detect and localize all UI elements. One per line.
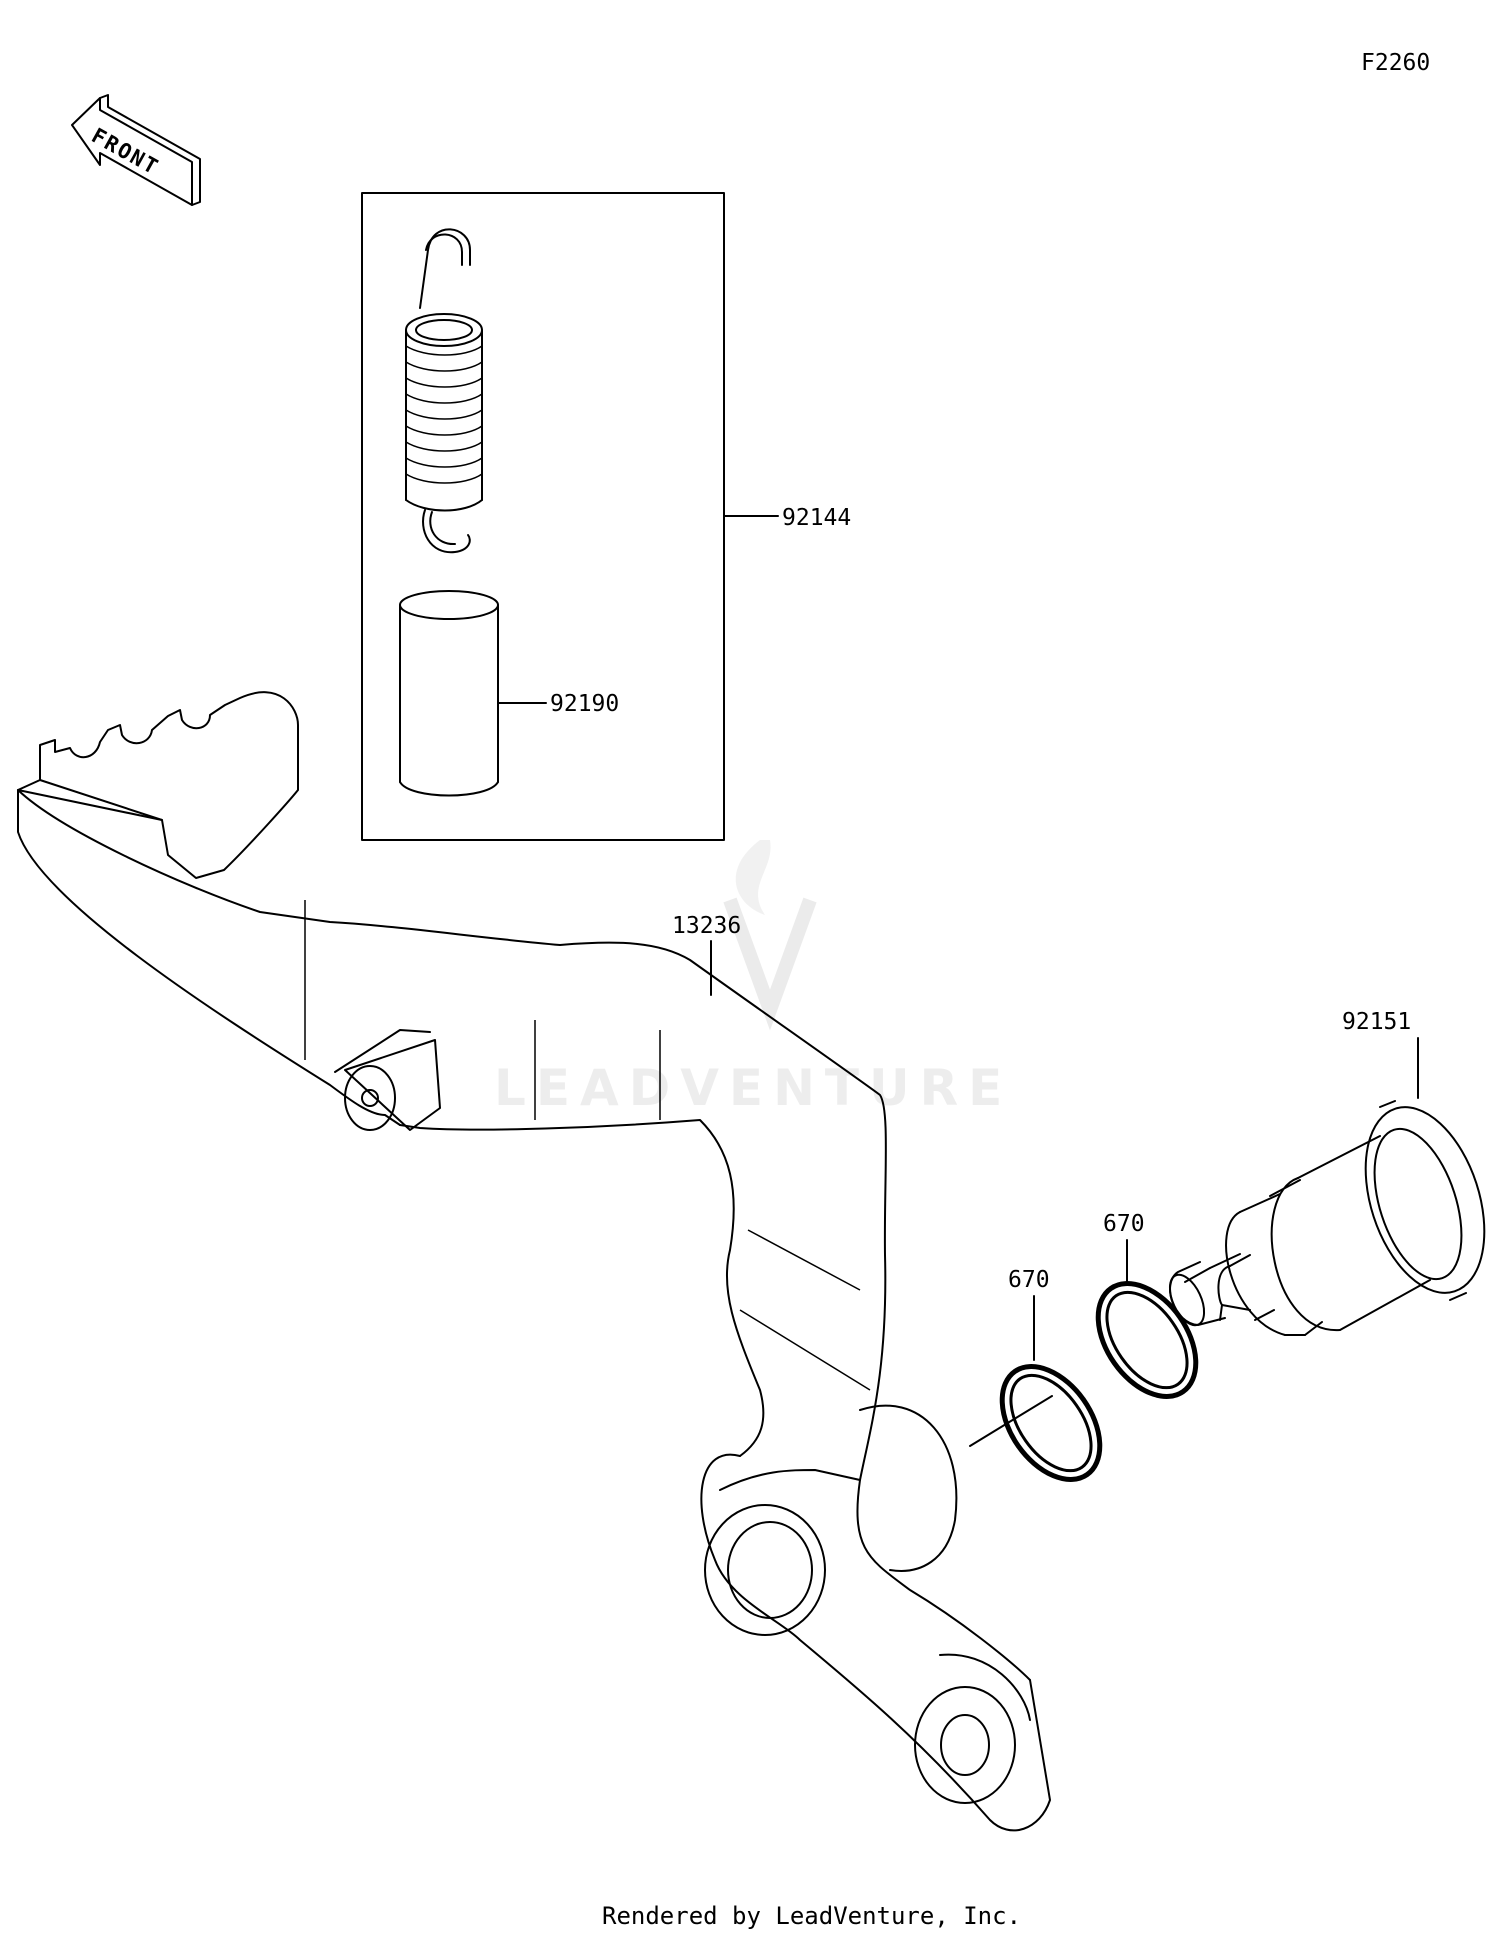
kit-box	[361, 192, 725, 841]
label-92151: 92151	[1342, 1009, 1411, 1035]
collar-part	[399, 590, 499, 797]
front-arrow-icon: FRONT	[71, 94, 201, 206]
label-670-left: 670	[1008, 1267, 1050, 1293]
o-ring-right-part	[1095, 1281, 1199, 1399]
leadventure-watermark: LEADVENTURE	[494, 840, 1012, 1117]
label-92144: 92144	[782, 505, 851, 531]
label-13236: 13236	[672, 913, 741, 939]
brake-pedal-part	[17, 691, 1051, 1832]
label-670-right: 670	[1103, 1211, 1145, 1237]
pivot-shaft-part	[1168, 1100, 1486, 1336]
footer-credit: Rendered by LeadVenture, Inc.	[602, 1902, 1021, 1930]
spring-part	[405, 228, 483, 554]
label-92190: 92190	[550, 691, 619, 717]
figure-code: F2260	[1361, 50, 1430, 76]
watermark-text: LEADVENTURE	[494, 1059, 1012, 1117]
o-ring-left-part	[999, 1364, 1103, 1482]
